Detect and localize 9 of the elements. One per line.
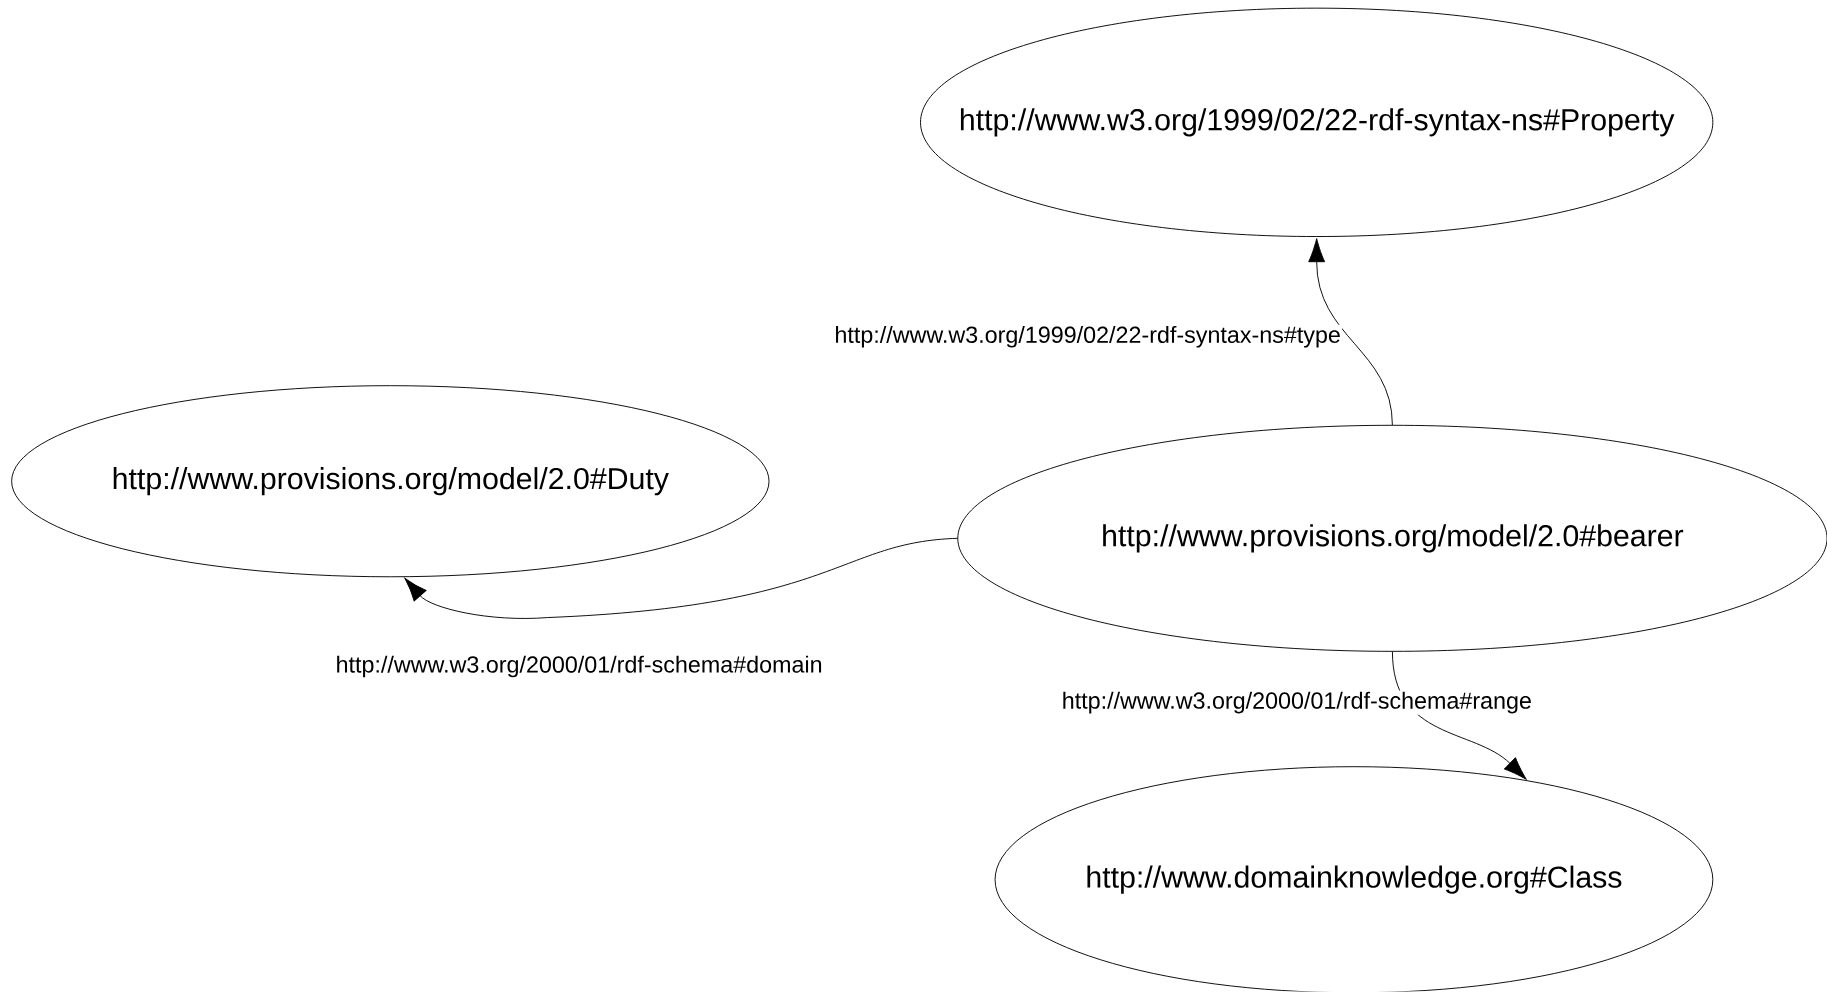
arrow xyxy=(404,538,959,620)
arrow xyxy=(1308,238,1393,426)
ellipse-node: http://www.provisions.org/model/2.0#bearer xyxy=(957,425,1827,653)
ellipse-node: http://www.w3.org/1999/02/22-rdf-syntax-ns#Property xyxy=(920,7,1714,238)
edge-label: http://www.w3.org/2000/01/rdf-schema#domain xyxy=(334,654,824,679)
arrow xyxy=(1391,651,1527,781)
ellipse-node: http://www.provisions.org/model/2.0#Duty xyxy=(11,385,770,578)
edge-label: http://www.w3.org/1999/02/22-rdf-syntax-ns#type xyxy=(833,324,1343,349)
edge-label: http://www.w3.org/2000/01/rdf-schema#range xyxy=(1060,690,1534,715)
